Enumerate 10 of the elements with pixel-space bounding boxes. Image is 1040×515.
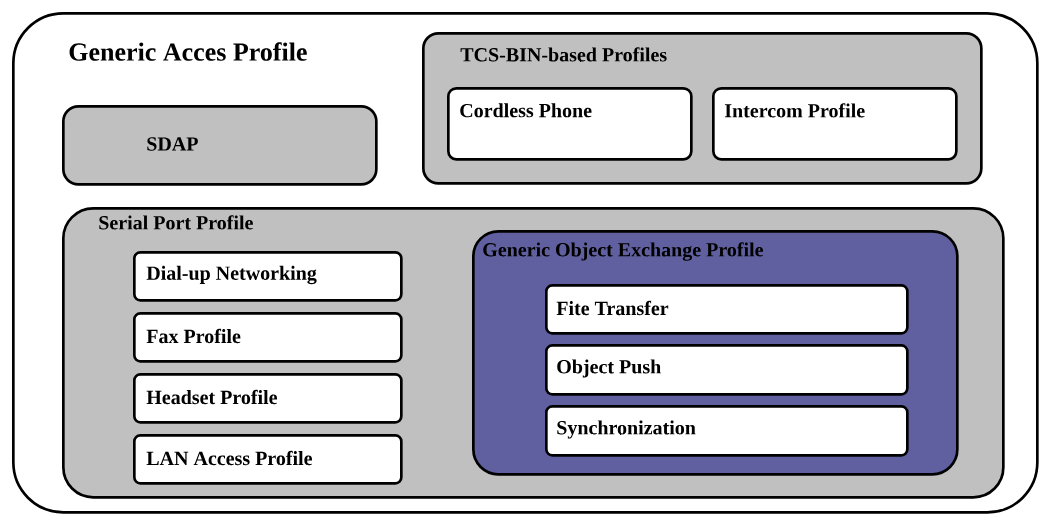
profile-box: Fite Transfer [545, 284, 909, 335]
profile-box: SDAP [62, 105, 378, 186]
profile-box: Synchronization [545, 405, 909, 457]
profile-box: Fax Profile [133, 312, 403, 363]
profile-box: Headset Profile [133, 373, 403, 424]
profile-box: Intercom Profile [712, 87, 958, 161]
profile-box: LAN Access Profile [133, 434, 403, 485]
profile-box: Dial-up Networking [133, 251, 403, 302]
profile-box: Object Push [545, 344, 909, 396]
profile-box: Cordless Phone [447, 87, 693, 161]
